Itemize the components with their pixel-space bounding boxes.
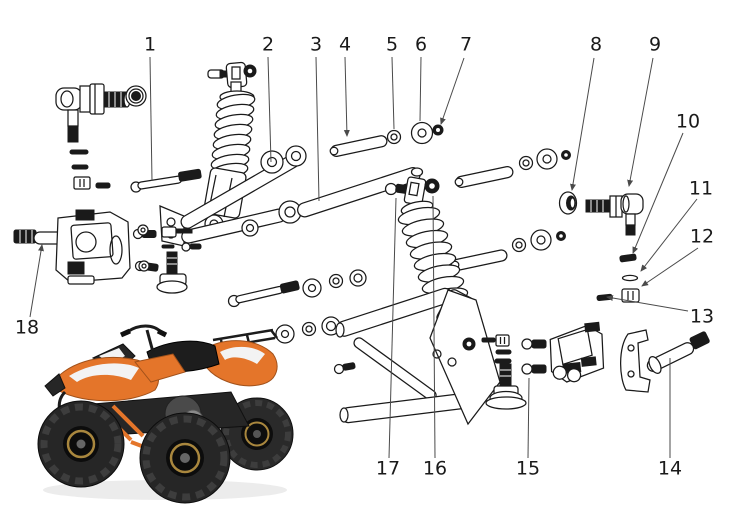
pivot-bolt [130,168,202,193]
atv-wheel-rear-left [37,400,125,488]
callout-11: 11 [688,177,714,200]
callout-1: 1 [143,33,157,56]
callout-15: 15 [515,457,541,480]
tie-rod-end-left [55,83,131,143]
flanged-spacer [558,191,578,215]
brake-caliper-right [549,321,605,383]
atv-wheel-front [139,412,231,504]
leader-lines [29,56,699,459]
lower-a-arm [335,287,501,426]
callout-4: 4 [338,33,352,56]
callout-13: 13 [689,305,715,328]
callout-17: 17 [375,457,401,480]
callout-2: 2 [261,33,275,56]
stud-washer-clip-screw-stack [596,253,640,303]
flange-nut [125,85,147,107]
atv-tank [134,353,186,383]
bushing-washer-nut-set-top [386,121,444,145]
callout-7: 7 [459,33,473,56]
spacer-sleeve [329,135,388,157]
callout-6: 6 [414,33,428,56]
sleeve-washer-set-mid-upper [454,148,571,188]
grease-fitting-parts [137,224,202,294]
upper-a-arm [159,145,307,247]
callout-3: 3 [309,33,323,56]
sleeve-washer-set-mid-lower [450,229,566,271]
bolt-washer-group-a [227,269,367,308]
callout-14: 14 [657,457,683,480]
callout-12: 12 [689,225,715,248]
upper-a-arm-rear-tube [297,166,424,218]
callout-10: 10 [675,110,701,133]
atv-handlebars [119,324,168,353]
callout-5: 5 [385,33,399,56]
hub-brake-assembly [13,209,159,285]
tie-rod-end-right [585,193,644,236]
callout-9: 9 [648,33,662,56]
steering-knuckle [620,329,710,393]
caliper-hardware [462,334,547,375]
small-hardware-stack [69,149,111,190]
callout-16: 16 [422,457,448,480]
lower-ball-joint [485,363,527,410]
atv-photo [37,324,294,504]
callout-18: 18 [14,316,40,339]
callout-8: 8 [589,33,603,56]
